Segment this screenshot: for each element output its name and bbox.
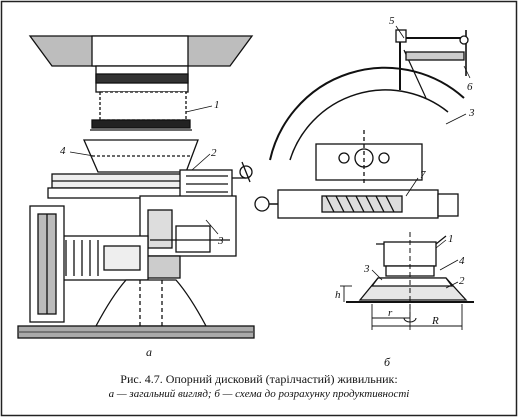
callout-b-5: 5 [389,15,395,27]
capacity-scheme [340,232,474,330]
dim-r: r [388,307,393,319]
dim-R: R [431,315,439,327]
callout-c-2: 2 [459,275,465,287]
lever-arm [395,29,469,99]
callout-b-3: 3 [468,107,475,119]
drive-scheme [254,25,471,219]
callout-a-4: 4 [60,145,66,157]
panel-label-b: б [384,355,391,369]
motor-stand [29,205,65,323]
callout-c-1: 1 [448,233,454,245]
dim-h: h [335,289,341,301]
callout-a-3: 3 [217,235,224,247]
callout-b-7: 7 [420,169,426,181]
callout-b-6: 6 [467,81,473,93]
hopper-neck [91,65,191,129]
feed-cone [83,129,199,173]
feeder-general-view [17,35,255,339]
electric-motor [57,235,149,281]
drive-disc [315,130,423,186]
figure-caption: Рис. 4.7. Опорний дисковий (тарілчастий)… [0,372,518,402]
floor-slab [17,325,255,339]
ceiling-slab [28,35,254,67]
caption-subtitle: а — загальний вигляд; б — схема до розра… [108,388,410,400]
feed-disc [47,173,209,199]
callout-a-2: 2 [211,147,217,159]
caption-title: Рис. 4.7. Опорний дисковий (тарілчастий)… [120,372,398,386]
gearbox [139,195,237,279]
callout-c-4: 4 [459,255,465,267]
worm-shaft [254,189,459,219]
base-pedestal [94,279,208,327]
callout-a-1: 1 [214,99,220,111]
callout-c-3: 3 [363,263,370,275]
panel-label-a: а [146,345,152,359]
